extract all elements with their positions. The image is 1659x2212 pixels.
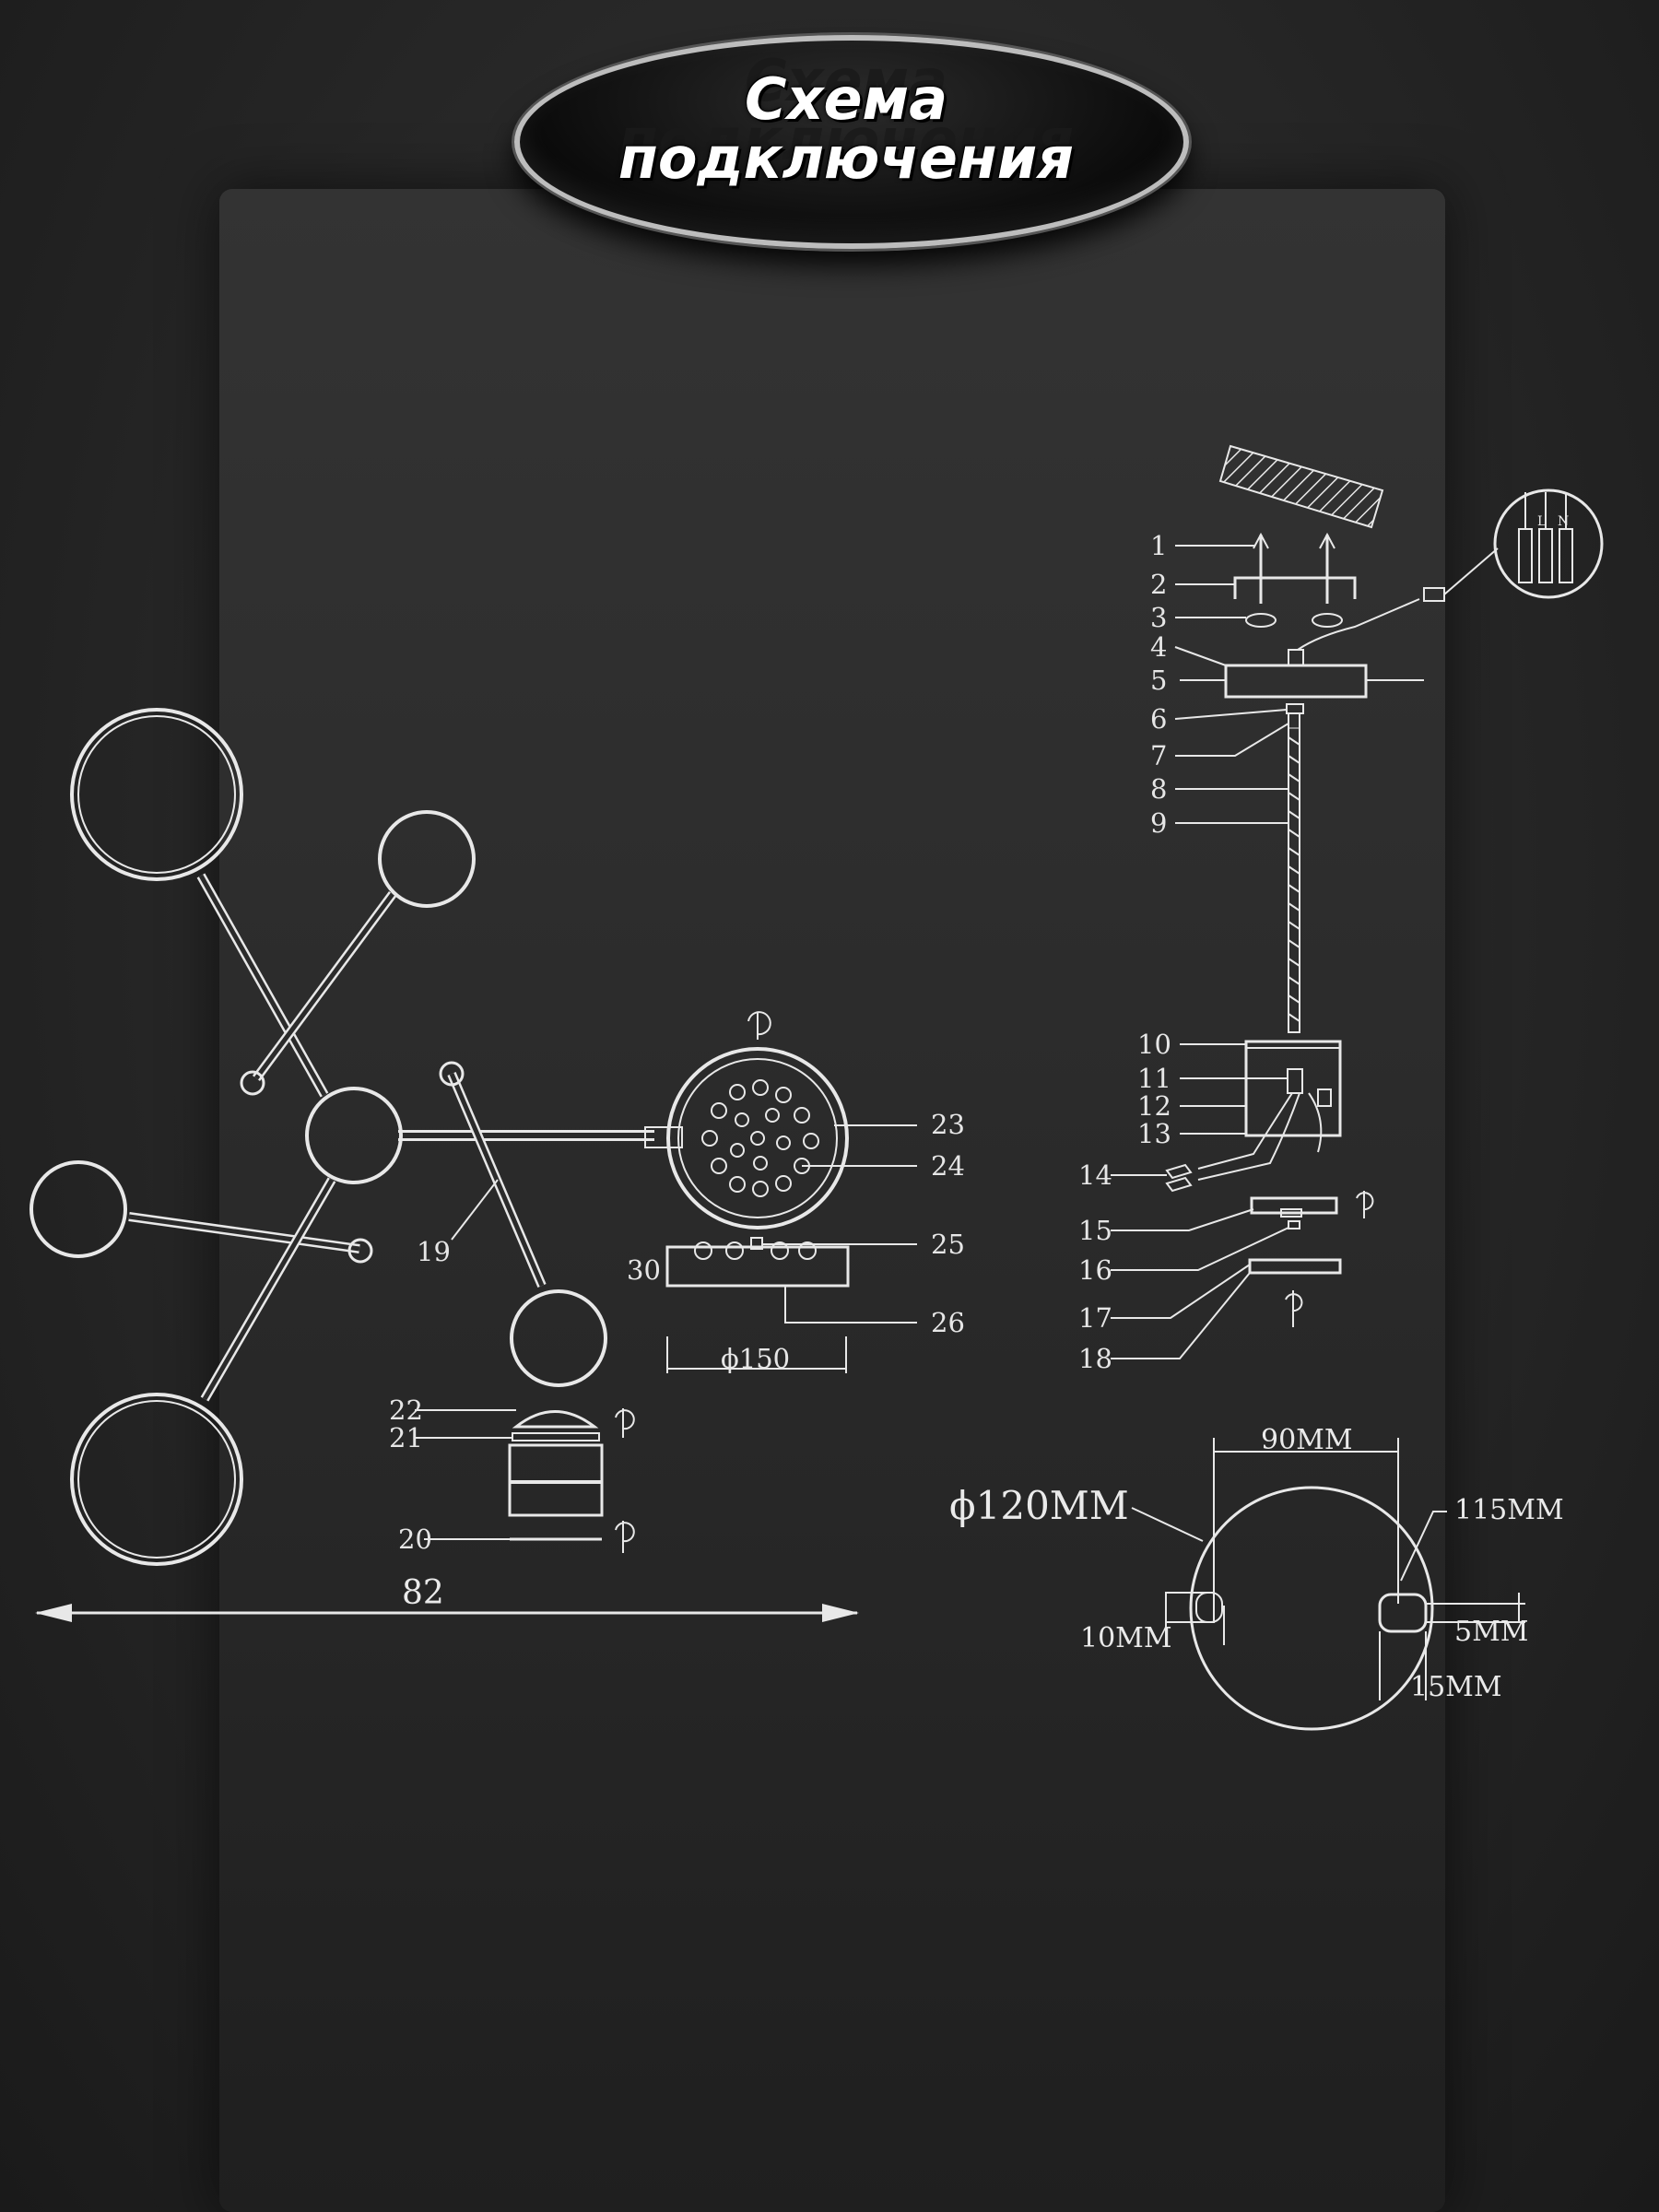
part-label-16: 16 <box>1078 1254 1112 1286</box>
part-label-3: 3 <box>1150 602 1167 633</box>
part-label-10: 10 <box>1137 1029 1171 1060</box>
part-label-1: 1 <box>1150 530 1167 561</box>
wire-connector <box>1423 587 1445 602</box>
part-label-11: 11 <box>1137 1063 1171 1094</box>
part-label-15: 15 <box>1078 1215 1112 1246</box>
part-label-2: 2 <box>1150 569 1167 600</box>
globe-small-top <box>378 810 476 908</box>
height-115mm-label: 115MM <box>1454 1494 1564 1526</box>
part-label-7: 7 <box>1150 740 1167 771</box>
ceiling-canopy <box>1224 664 1368 699</box>
diagram-panel <box>219 189 1445 2212</box>
arm-end-cap <box>347 1238 373 1264</box>
globe-small-left <box>29 1160 127 1258</box>
lamp-holder-housing <box>1244 1040 1342 1137</box>
part-label-8: 8 <box>1150 773 1167 805</box>
part-label-18: 18 <box>1078 1343 1112 1374</box>
part-label-30: 30 <box>627 1254 661 1286</box>
cover-plate-15 <box>1250 1196 1338 1215</box>
part-label-13: 13 <box>1137 1118 1171 1149</box>
title-badge <box>514 35 1189 249</box>
opening-width-label: 90MM <box>1261 1424 1353 1456</box>
socket-connector <box>644 1126 683 1148</box>
page-title-line-2: подключения <box>618 124 1074 192</box>
part-label-24: 24 <box>931 1150 965 1182</box>
dim-10mm-label: 10MM <box>1080 1622 1172 1654</box>
terminal-n-label: N <box>1558 514 1569 529</box>
globe-outline <box>1189 1486 1434 1731</box>
part-label-21: 21 <box>389 1422 423 1453</box>
socket-base-plate <box>665 1245 850 1288</box>
globe-small-bottom <box>510 1289 607 1387</box>
overall-width-label: 82 <box>402 1574 444 1612</box>
shade-diameter-label: ϕ120MM <box>949 1483 1129 1528</box>
terminal-block-zoom <box>1493 488 1604 599</box>
part-label-26: 26 <box>931 1307 965 1338</box>
globe-large-bottom <box>70 1393 243 1566</box>
central-hub <box>305 1087 403 1184</box>
part-label-12: 12 <box>1137 1090 1171 1122</box>
leader-19 <box>451 1179 499 1241</box>
part-label-25: 25 <box>931 1229 965 1260</box>
lamp-socket-view: 23 24 25 30 26 ϕ150 <box>627 1011 965 1374</box>
arm-end-cap <box>439 1061 465 1087</box>
bulb-assembly: 22 21 20 <box>389 1394 635 1555</box>
part-label-9: 9 <box>1150 807 1167 839</box>
part-label-19: 19 <box>417 1236 451 1267</box>
part-label-17: 17 <box>1078 1302 1112 1334</box>
dim-5mm-label: 5MM <box>1454 1616 1529 1648</box>
part-label-22: 22 <box>389 1394 423 1426</box>
nut-16 <box>1288 1220 1300 1230</box>
base-diameter-label: ϕ150 <box>721 1343 790 1374</box>
globe-dimension-drawing: 90MM 10MM 5MM 15MM 115MM ϕ120MM <box>949 1424 1564 1731</box>
dim-15mm-label: 15MM <box>1410 1671 1502 1703</box>
led-array <box>701 1079 819 1197</box>
part-label-5: 5 <box>1150 665 1167 696</box>
ceiling <box>1218 444 1384 529</box>
chandelier-top-view: 19 <box>29 708 654 1566</box>
glass-disk-17 <box>1248 1258 1342 1275</box>
part-label-20: 20 <box>398 1524 432 1555</box>
arm-end-cap <box>240 1070 265 1096</box>
lamp-reflector <box>666 1047 849 1230</box>
globe-large-top <box>70 708 243 881</box>
terminal-l-label: L <box>1537 514 1546 529</box>
overall-width-dimension: 82 <box>35 1574 859 1622</box>
page-title-line-1: Схема <box>744 65 948 133</box>
part-label-23: 23 <box>931 1109 965 1140</box>
page-title: Схема подключения <box>514 70 1178 188</box>
bulb-top-22 <box>512 1410 599 1429</box>
part-label-4: 4 <box>1150 631 1167 663</box>
mounting-bracket <box>1233 576 1357 599</box>
bulb-ring-21 <box>512 1432 600 1441</box>
part-label-6: 6 <box>1150 703 1167 735</box>
part-label-14: 14 <box>1078 1159 1112 1191</box>
ceiling-mount-assembly: L N 1 2 3 4 5 6 <box>1078 444 1604 1374</box>
